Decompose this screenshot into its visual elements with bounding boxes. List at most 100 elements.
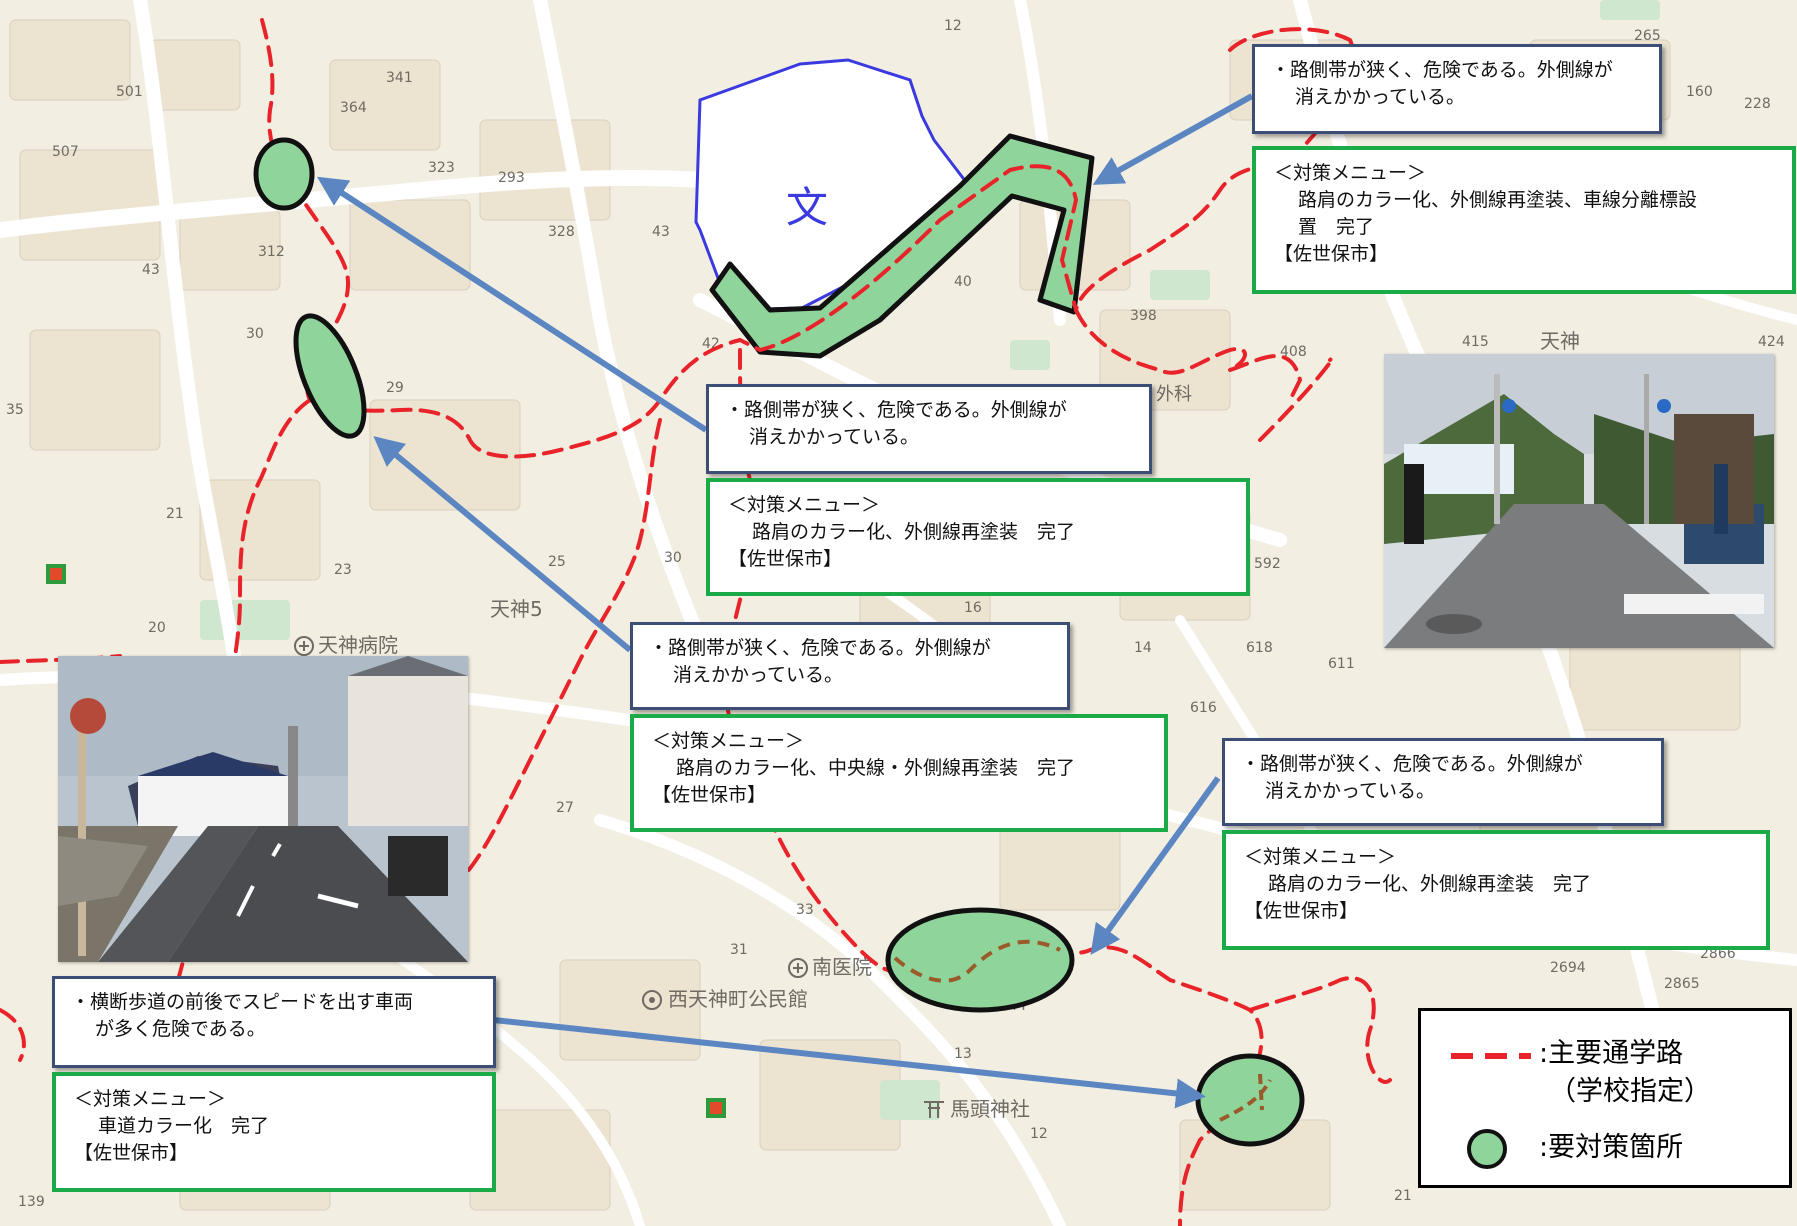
issue-box: ・路側帯が狭く、危険である。外側線が 消えかかっている。 (630, 622, 1070, 710)
measure-text: 路肩のカラー化、外側線再塗装 完了 (1268, 873, 1592, 895)
issue-text: 消えかかっている。 (1295, 86, 1466, 108)
arrow-3 (373, 436, 632, 653)
issue-text: ・路側帯が狭く、危険である。外側線が (649, 637, 991, 659)
measure-title: ＜対策メニュー＞ (74, 1088, 227, 1110)
road-photo-left (58, 656, 468, 962)
house-number: 328 (548, 224, 575, 240)
house-number: 139 (18, 1194, 45, 1210)
house-number: 16 (964, 600, 982, 616)
house-number: 13 (954, 1046, 972, 1062)
convenience-store-icon (706, 1098, 726, 1118)
house-number: 21 (166, 506, 184, 522)
tenjin-hospital-label: 天神病院 (318, 633, 398, 657)
issue-text: ・横断歩道の前後でスピードを出す車両 (71, 991, 414, 1013)
arrow-1 (1092, 93, 1254, 185)
measure-box: ＜対策メニュー＞ 路肩のカラー化、外側線再塗装 完了 【佐世保市】 (1222, 830, 1770, 950)
minami-clinic-label: 南医院 (812, 955, 872, 979)
issue-text: 消えかかっている。 (749, 426, 920, 448)
route-legend-icon (1451, 1053, 1531, 1059)
house-number: 25 (548, 554, 566, 570)
house-number: 616 (1190, 700, 1217, 716)
geka-label: 外科 (1156, 384, 1192, 405)
arrow-2 (316, 176, 708, 433)
owner-text: 【佐世保市】 (74, 1142, 189, 1164)
house-number: 27 (556, 800, 574, 816)
house-number: 30 (246, 326, 264, 342)
house-number: 424 (1758, 334, 1785, 350)
community-hall-icon (642, 990, 662, 1010)
map-poi-icons (46, 564, 944, 1118)
measure-title: ＜対策メニュー＞ (728, 494, 881, 516)
house-number: 12 (944, 18, 962, 34)
issue-text: 消えかかっている。 (673, 664, 844, 686)
nishi-tenjin-hall-label: 西天神町公民館 (668, 987, 808, 1011)
house-number: 323 (428, 160, 455, 176)
house-number: 20 (148, 620, 166, 636)
tenjin5-label: 天神5 (490, 597, 543, 621)
map-text-labels: 501 507 341 364 323 293 328 312 43 30 29… (6, 18, 1785, 1210)
house-number: 35 (6, 402, 24, 418)
danger-spots (253, 137, 1305, 1147)
hospital-icon (294, 636, 314, 656)
issue-box: ・路側帯が狭く、危険である。外側線が 消えかかっている。 (1252, 44, 1662, 134)
house-number: 21 (1394, 1188, 1412, 1204)
measure-box: ＜対策メニュー＞ 路肩のカラー化、外側線再塗装 完了 【佐世保市】 (706, 478, 1250, 596)
issue-box: ・路側帯が狭く、危険である。外側線が 消えかかっている。 (1222, 738, 1664, 826)
danger-spot-marker (885, 907, 1075, 1013)
measure-title: ＜対策メニュー＞ (1274, 162, 1427, 184)
map-legend: :主要通学路 （学校指定） :要対策箇所 (1418, 1008, 1792, 1188)
map-green-areas (200, 0, 1660, 1120)
measure-text: 車道カラー化 完了 (98, 1115, 270, 1137)
batou-shrine-label: 馬頭神社 (950, 1097, 1030, 1121)
owner-text: 【佐世保市】 (652, 784, 767, 806)
owner-text: 【佐世保市】 (1274, 243, 1389, 265)
house-number: 408 (1280, 344, 1307, 360)
issue-text: ・路側帯が狭く、危険である。外側線が (1241, 753, 1583, 775)
house-number: 501 (116, 84, 143, 100)
house-number: 12 (1030, 1126, 1048, 1142)
arrow-4 (1090, 776, 1221, 955)
house-number: 611 (1328, 656, 1355, 672)
route-legend-sublabel: （学校指定） (1549, 1076, 1711, 1107)
house-number: 592 (1254, 556, 1281, 572)
issue-text: が多く危険である。 (95, 1018, 266, 1040)
issue-text: 消えかかっている。 (1265, 780, 1436, 802)
arrow-5 (493, 1017, 1206, 1109)
route-legend-label: :主要通学路 (1539, 1038, 1684, 1069)
house-number: 23 (334, 562, 352, 578)
measure-text: 路肩のカラー化、中央線・外側線再塗装 完了 (676, 757, 1076, 779)
measure-text: 路肩のカラー化、外側線再塗装 完了 (752, 521, 1076, 543)
road-photo-image (58, 656, 468, 962)
convenience-store-icon (46, 564, 66, 584)
house-number: 2694 (1550, 960, 1586, 976)
issue-text: ・路側帯が狭く、危険である。外側線が (725, 399, 1067, 421)
measure-box: ＜対策メニュー＞ 路肩のカラー化、外側線再塗装、車線分離標設 置 完了 【佐世保… (1252, 146, 1796, 294)
measure-box: ＜対策メニュー＞ 路肩のカラー化、中央線・外側線再塗装 完了 【佐世保市】 (630, 714, 1168, 832)
measure-text: 路肩のカラー化、外側線再塗装、車線分離標設 (1298, 189, 1698, 211)
danger-spot-marker (293, 313, 367, 439)
house-number: 228 (1744, 96, 1771, 112)
issue-text: ・路側帯が狭く、危険である。外側線が (1271, 59, 1613, 81)
house-number: 507 (52, 144, 79, 160)
house-number: 364 (340, 100, 367, 116)
measure-title: ＜対策メニュー＞ (652, 730, 805, 752)
house-number: 312 (258, 244, 285, 260)
house-number: 2866 (1700, 946, 1736, 962)
road-photo-top-right (1384, 354, 1774, 648)
house-number: 33 (796, 902, 814, 918)
spot-legend-label: :要対策箇所 (1539, 1132, 1684, 1163)
house-number: 14 (1134, 640, 1152, 656)
measure-title: ＜対策メニュー＞ (1244, 846, 1397, 868)
danger-spot-marker (253, 137, 315, 211)
house-number: 43 (142, 262, 160, 278)
house-number: 31 (730, 942, 748, 958)
issue-box: ・路側帯が狭く、危険である。外側線が 消えかかっている。 (706, 384, 1152, 474)
road-photo-image (1384, 354, 1774, 648)
measure-box: ＜対策メニュー＞ 車道カラー化 完了 【佐世保市】 (52, 1072, 496, 1192)
measure-text: 置 完了 (1298, 216, 1375, 238)
house-number: 618 (1246, 640, 1273, 656)
school-icon: 文 (786, 183, 828, 232)
house-number: 30 (664, 550, 682, 566)
house-number: 265 (1634, 28, 1661, 44)
